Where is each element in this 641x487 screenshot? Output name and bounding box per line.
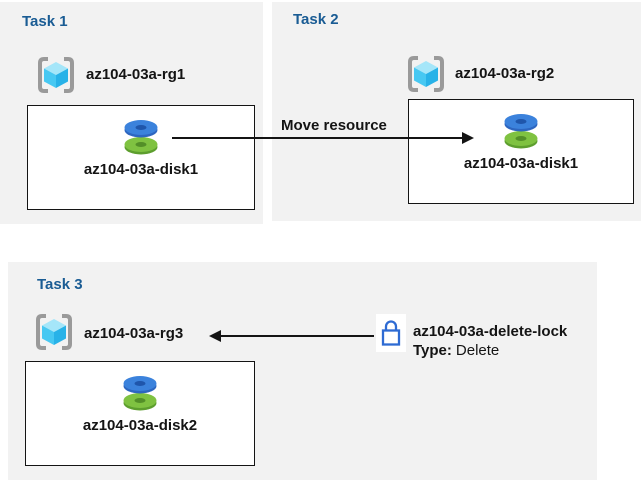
task1-title: Task 1 (22, 13, 68, 30)
lock-annotation: az104-03a-delete-lock Type:Delete (413, 322, 567, 360)
task3-title: Task 3 (37, 276, 83, 293)
move-arrow-head-right (462, 132, 474, 144)
disk-name: az104-03a-disk1 (463, 155, 579, 172)
resource-group-name: az104-03a-rg1 (86, 66, 186, 83)
lock-type-value: Delete (455, 342, 500, 359)
lock-arrow-head-left (209, 330, 221, 342)
resource-group-name: az104-03a-rg3 (84, 325, 184, 342)
lock-type-row: Type:Delete (413, 341, 567, 360)
lock-type-label: Type: (413, 342, 452, 359)
disk-name: az104-03a-disk1 (83, 161, 199, 178)
move-arrow-label: Move resource (281, 117, 387, 134)
resource-group-name: az104-03a-rg2 (455, 65, 555, 82)
disk-icon (123, 376, 157, 411)
disk-name: az104-03a-disk2 (82, 417, 198, 434)
lock-icon-background (376, 314, 406, 352)
lock-name: az104-03a-delete-lock (413, 323, 568, 340)
resource-box: az104-03a-disk1 (27, 105, 255, 210)
disk-icon (124, 120, 158, 155)
task2-title: Task 2 (293, 11, 339, 28)
resource-group-icon (36, 314, 72, 350)
lock-icon (381, 320, 401, 346)
resource-box: az104-03a-disk2 (25, 361, 255, 466)
disk-icon (504, 114, 538, 149)
resource-box: az104-03a-disk1 (408, 99, 634, 204)
resource-group-icon (408, 56, 444, 92)
lock-arrow-line (220, 335, 374, 337)
move-arrow-line (172, 137, 464, 139)
resource-group-icon (38, 57, 74, 93)
